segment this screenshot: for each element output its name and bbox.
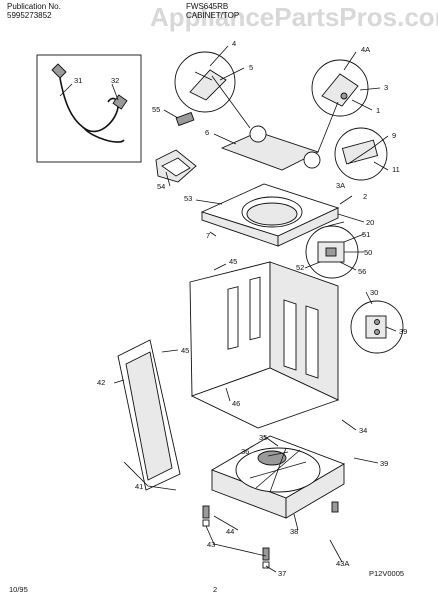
model-number: FWS645RB [186, 2, 229, 11]
callout-2: 2 [363, 192, 367, 201]
callout-45-front: 45 [181, 346, 189, 355]
footer-page: 2 [213, 585, 218, 594]
callout-56: 56 [358, 267, 366, 276]
callout-53: 53 [184, 194, 192, 203]
callout-30: 30 [370, 288, 378, 297]
callout-4a: 4A [361, 45, 370, 54]
part-55-spring [175, 111, 195, 127]
callout-31: 31 [74, 76, 82, 85]
callout-55: 55 [152, 105, 160, 114]
callout-3a: 3A [336, 181, 345, 190]
callout-3: 3 [384, 83, 388, 92]
callout-7: 7 [206, 231, 210, 240]
detail-circle-hinge-4a-3 [311, 59, 369, 117]
callout-34: 34 [359, 426, 367, 435]
part-54-lid-bumper [155, 149, 197, 183]
callout-11: 11 [392, 165, 400, 174]
part-46-cabinet-panel [189, 261, 340, 429]
power-cord-inset [36, 54, 142, 163]
callout-37: 37 [278, 569, 286, 578]
callout-39-base: 39 [380, 459, 388, 468]
section-title: CABINET/TOP [186, 11, 240, 20]
callout-39-hinge: 39 [399, 327, 407, 336]
callout-44: 44 [226, 527, 234, 536]
callout-35: 35 [259, 433, 267, 442]
callout-9: 9 [392, 131, 396, 140]
part-42-front-panel [117, 339, 181, 491]
footer-date: 10/95 [9, 585, 28, 594]
callout-6: 6 [205, 128, 209, 137]
callout-38: 38 [290, 527, 298, 536]
callout-32: 32 [111, 76, 119, 85]
callout-43: 43 [207, 540, 215, 549]
callout-42: 42 [97, 378, 105, 387]
callout-20: 20 [366, 218, 374, 227]
callout-45-top: 45 [229, 257, 237, 266]
part-43-feet [202, 501, 339, 569]
callout-50: 50 [364, 248, 372, 257]
detail-circle-hinge-30-39 [350, 300, 404, 354]
callout-51: 51 [362, 230, 370, 239]
callout-36: 36 [241, 447, 249, 456]
callout-43a: 43A [336, 559, 349, 568]
callout-4: 4 [232, 39, 236, 48]
callout-41: 41 [135, 482, 143, 491]
callout-5: 5 [249, 63, 253, 72]
diagram-code: P12V0005 [369, 569, 405, 578]
callout-46: 46 [232, 399, 240, 408]
watermark: AppliancePartsPros.com [150, 2, 438, 32]
part-38-base [210, 435, 346, 519]
part-53-cabinet-top [200, 183, 340, 247]
callout-52: 52 [296, 263, 304, 272]
callout-1: 1 [376, 106, 380, 115]
detail-circle-bracket-4-5 [174, 51, 236, 113]
callout-54: 54 [157, 182, 165, 191]
publication-number: 5995273852 [7, 11, 52, 20]
detail-circle-switch-9-11 [334, 127, 388, 181]
publication-label: Publication No. [7, 2, 61, 11]
part-6-lid [211, 75, 339, 171]
